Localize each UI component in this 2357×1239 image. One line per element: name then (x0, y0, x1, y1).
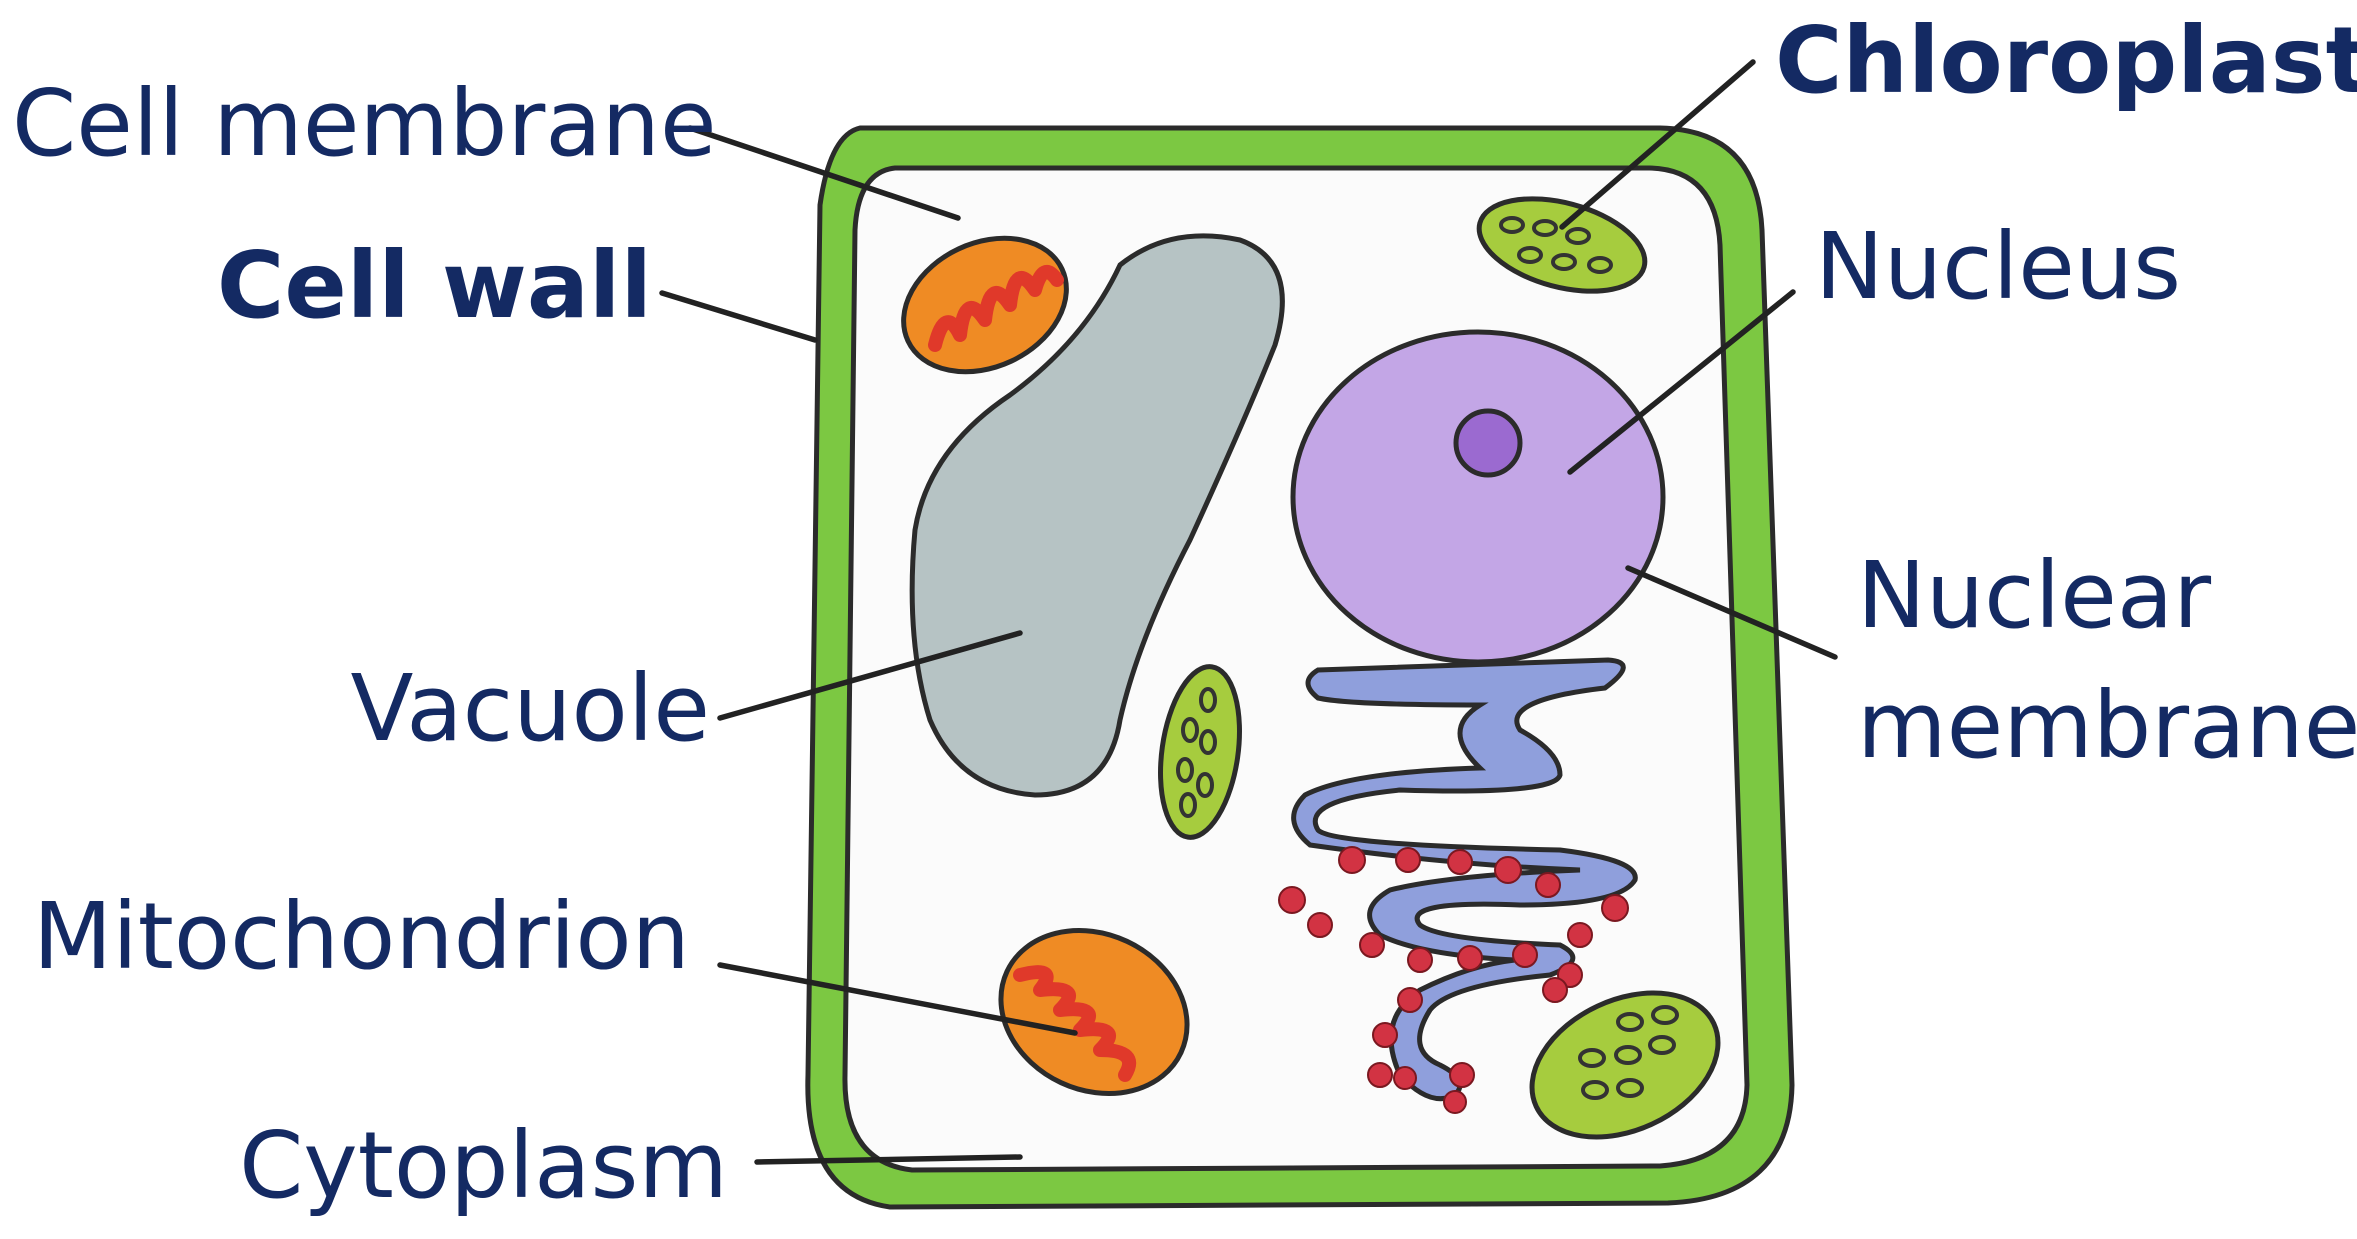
label-mitochondrion: Mitochondrion (33, 883, 690, 990)
label-nuclear-membrane-line1: Nuclear (1857, 542, 2211, 649)
label-cytoplasm: Cytoplasm (239, 1112, 728, 1219)
label-nuclear-membrane-line2: membrane (1857, 672, 2357, 779)
label-cell-wall: Cell wall (217, 232, 652, 339)
label-nucleus: Nucleus (1815, 213, 2181, 320)
cell-wall-leader (662, 293, 815, 340)
nucleus-shape (1293, 332, 1663, 662)
label-vacuole: Vacuole (350, 655, 710, 762)
label-cell-membrane: Cell membrane (12, 70, 717, 177)
label-chloroplast: Chloroplast (1775, 7, 2357, 114)
nucleolus-shape (1456, 411, 1520, 475)
